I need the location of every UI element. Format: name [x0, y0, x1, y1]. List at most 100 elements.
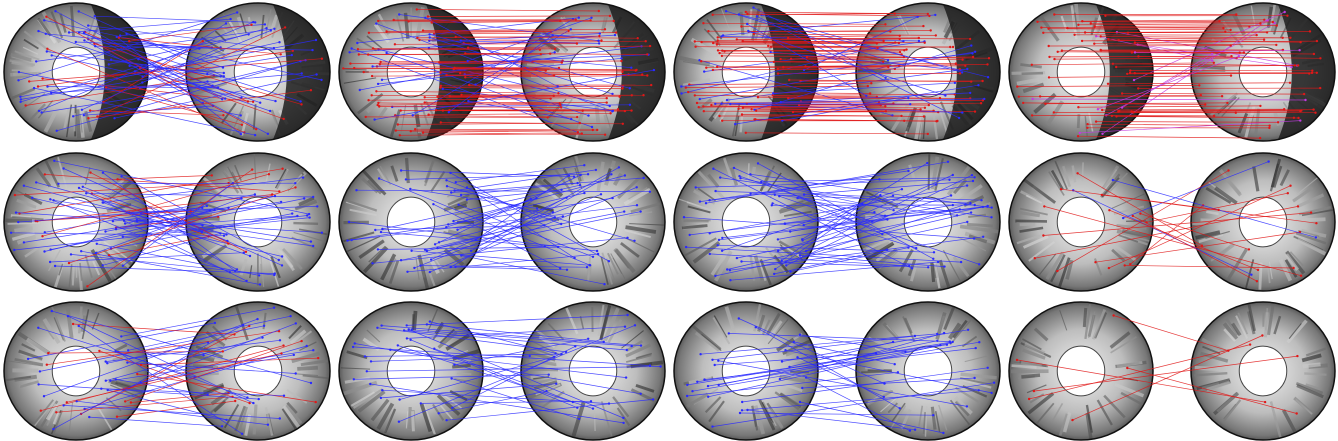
- match-line: [47, 86, 219, 88]
- keypoint: [1115, 65, 1118, 69]
- keypoint: [1198, 84, 1201, 87]
- match-line: [1094, 43, 1277, 46]
- match-line: [455, 36, 638, 39]
- keypoint: [932, 414, 935, 417]
- keypoint: [206, 393, 209, 396]
- keypoint: [248, 254, 252, 258]
- keypoint: [1053, 13, 1056, 16]
- keypoint: [261, 336, 264, 339]
- match-line: [95, 197, 242, 254]
- keypoint: [583, 191, 586, 195]
- match-line: [717, 244, 935, 253]
- match-line: [779, 195, 980, 265]
- keypoint: [738, 411, 742, 415]
- match-panel-svg: [1007, 2, 1337, 142]
- keypoint: [682, 216, 686, 219]
- keypoint: [889, 30, 892, 33]
- match-line: [753, 33, 936, 36]
- keypoint: [691, 390, 694, 393]
- keypoint: [1275, 24, 1278, 27]
- match-line: [408, 329, 624, 419]
- keypoint: [267, 173, 271, 176]
- match-line: [429, 34, 630, 89]
- match-line: [1017, 85, 1200, 87]
- keypoint: [965, 405, 969, 408]
- keypoint: [919, 108, 922, 111]
- match-line: [747, 409, 916, 431]
- keypoint: [755, 15, 759, 18]
- keypoint: [718, 51, 721, 55]
- keypoint: [272, 306, 276, 309]
- keypoint: [104, 379, 108, 382]
- match-panel-svg: [672, 2, 1002, 142]
- match-line: [1082, 39, 1265, 42]
- keypoint: [735, 38, 738, 41]
- keypoint: [588, 263, 591, 267]
- keypoint: [1033, 257, 1036, 260]
- keypoint: [301, 176, 305, 179]
- match-line: [50, 198, 305, 250]
- match-line: [137, 373, 316, 403]
- match-line: [739, 412, 934, 416]
- keypoint: [1137, 87, 1140, 90]
- keypoint: [259, 101, 262, 104]
- keypoint: [789, 57, 793, 60]
- match-line: [32, 197, 283, 257]
- keypoint: [892, 209, 895, 212]
- keypoint: [74, 40, 78, 44]
- keypoint: [43, 19, 46, 22]
- keypoint: [465, 186, 469, 189]
- keypoint: [883, 214, 887, 217]
- keypoint: [69, 253, 73, 256]
- keypoint: [280, 264, 284, 267]
- match-line: [50, 198, 230, 273]
- keypoint: [305, 344, 308, 348]
- match-line: [1134, 49, 1300, 53]
- match-line: [420, 265, 588, 268]
- match-line: [431, 20, 614, 23]
- match-line: [449, 94, 632, 97]
- keypoint: [659, 365, 662, 368]
- keypoint: [1129, 69, 1132, 72]
- keypoint: [744, 10, 747, 14]
- match-line: [1094, 25, 1277, 27]
- keypoint: [1273, 21, 1276, 25]
- keypoint: [273, 272, 276, 275]
- keypoint: [596, 252, 600, 256]
- keypoint: [35, 181, 38, 184]
- keypoint: [414, 128, 417, 131]
- match-line: [364, 353, 562, 357]
- match-line: [785, 349, 992, 394]
- keypoint: [589, 19, 592, 22]
- keypoint: [1299, 119, 1302, 122]
- keypoint: [688, 233, 691, 237]
- keypoint: [960, 71, 964, 74]
- keypoint: [40, 111, 43, 114]
- keypoint: [1139, 212, 1142, 215]
- keypoint: [221, 350, 224, 353]
- keypoint: [278, 417, 281, 420]
- keypoint: [747, 29, 750, 33]
- keypoint: [87, 24, 90, 27]
- keypoint: [600, 39, 603, 42]
- match-line: [73, 323, 235, 335]
- match-line: [718, 206, 988, 241]
- keypoint: [612, 19, 615, 23]
- match-line: [140, 357, 319, 366]
- match-line: [439, 211, 554, 243]
- keypoint: [577, 16, 580, 19]
- keypoint: [589, 400, 593, 403]
- keypoint: [115, 415, 119, 418]
- keypoint: [623, 210, 626, 213]
- keypoint: [222, 234, 226, 237]
- keypoint: [734, 122, 737, 126]
- keypoint: [385, 30, 388, 33]
- match-line: [379, 62, 562, 65]
- keypoint: [235, 268, 239, 271]
- match-line: [38, 21, 254, 112]
- keypoint: [772, 60, 776, 64]
- keypoint: [266, 132, 270, 135]
- keypoint: [1283, 108, 1286, 111]
- match-line: [94, 15, 256, 23]
- keypoint: [1295, 412, 1298, 415]
